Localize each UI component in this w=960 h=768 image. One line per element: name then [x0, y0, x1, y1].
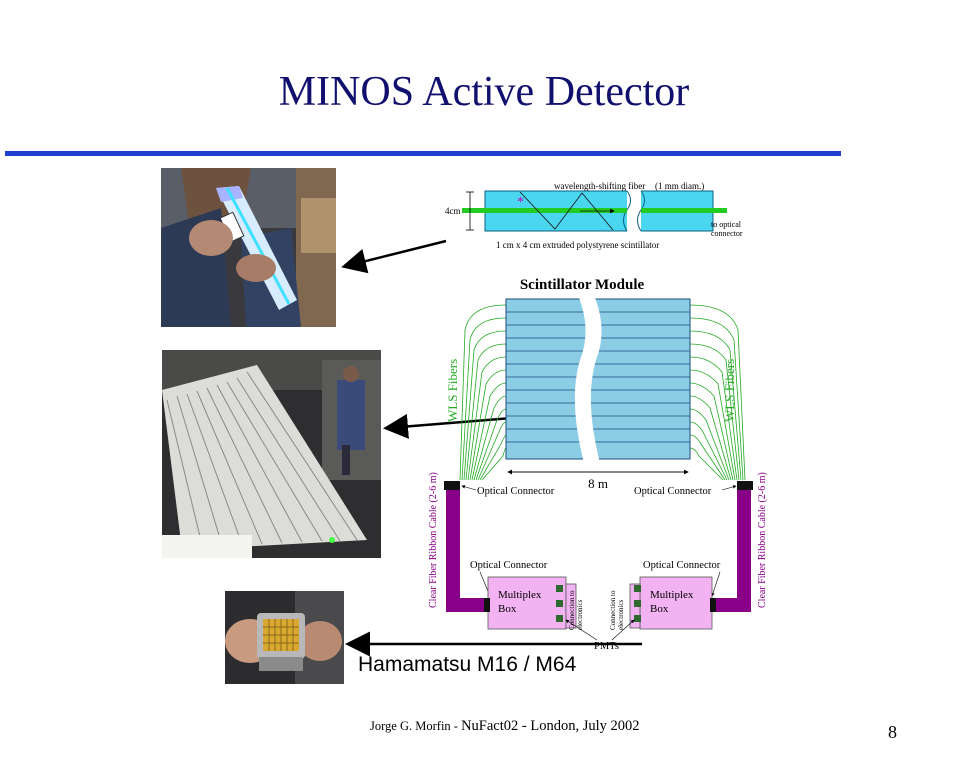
photo-scintillator-module — [162, 350, 381, 558]
box-connector-right-label: Optical Connector — [643, 560, 721, 571]
optical-connector-left-icon — [444, 481, 460, 490]
scintillator-module-diagram: Scintillator Module — [358, 277, 768, 676]
box-connector-left-label: Optical Connector — [470, 560, 548, 571]
electronics-right-label-1: Connection to — [609, 590, 617, 630]
to-connector-label-1: to optical — [711, 220, 742, 229]
fiber-label: wavelength-shifting fiber — [554, 181, 645, 191]
electronics-left-label-1: Connection to — [568, 590, 576, 630]
ribbon-cable-right — [712, 490, 751, 612]
photo-hand-holding-strip — [161, 168, 336, 327]
multiplex-box-left — [487, 576, 567, 630]
multiplex-right-label-1: Multiplex — [650, 589, 694, 601]
footer-conference: NuFact02 — [461, 718, 519, 734]
slide-title: MINOS Active Detector — [278, 69, 690, 115]
module-length-label: 8 m — [588, 476, 608, 491]
footer-author: Jorge G. Morfin - — [370, 719, 462, 733]
optical-connector-left-label: Optical Connector — [477, 486, 555, 497]
optical-connector-right-icon — [737, 481, 753, 490]
wls-fibers-right-label: WLS Fibers — [722, 359, 737, 422]
pmts-label: PMTs — [594, 641, 619, 652]
arrow-to-photo-module — [383, 413, 525, 439]
ribbon-cable-left-label: Clear Fiber Ribbon Cable (2-6 m) — [428, 472, 439, 608]
strip-thickness-label: 4cm — [445, 206, 461, 216]
electronics-left-label-2: electronics — [576, 599, 584, 630]
multiplex-left-label-2: Box — [498, 603, 517, 615]
module-title: Scintillator Module — [520, 277, 645, 293]
title-underline — [5, 151, 841, 156]
strip-caption: 1 cm x 4 cm extruded polystyrene scintil… — [496, 240, 659, 250]
photo-pmt — [225, 591, 344, 684]
multiplex-right-label-2: Box — [650, 603, 669, 615]
wls-fibers-left-label: WLS Fibers — [445, 359, 460, 422]
optical-connector-right-label: Optical Connector — [634, 486, 712, 497]
ribbon-cable-right-label: Clear Fiber Ribbon Cable (2-6 m) — [757, 472, 768, 608]
scintillator-strip-diagram: * wavelength-shifting fiber (1 mm diam.)… — [445, 181, 743, 250]
footer-location-date: - London, July 2002 — [518, 718, 640, 734]
ribbon-cable-left — [446, 490, 488, 612]
page-number: 8 — [888, 722, 897, 742]
electronics-right-label-2: electronics — [617, 599, 625, 630]
multiplex-left-label-1: Multiplex — [498, 589, 542, 601]
multiplex-box-right — [639, 576, 713, 630]
to-connector-label-2: connector — [711, 229, 743, 238]
interaction-star-icon: * — [517, 195, 524, 210]
pmt-model-label: Hamamatsu M16 / M64 — [358, 653, 577, 676]
slide-footer: Jorge G. Morfin - NuFact02 - London, Jul… — [370, 718, 640, 735]
arrow-to-photo-strip — [341, 239, 447, 274]
fiber-diameter-label: (1 mm diam.) — [655, 181, 704, 191]
